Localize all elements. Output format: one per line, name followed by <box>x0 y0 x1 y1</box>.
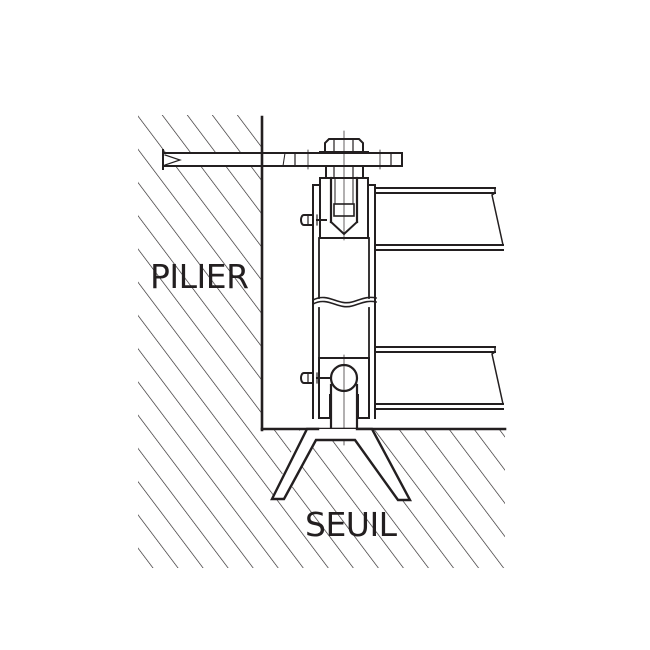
pillar-label: PILIER <box>150 257 249 296</box>
gate-post <box>311 177 377 419</box>
anchor-plate <box>270 427 413 502</box>
top-bolt <box>319 130 369 241</box>
gate-rail-top <box>374 187 504 251</box>
grease-nipple-top <box>300 214 327 226</box>
top-bracket <box>162 149 403 170</box>
pillar-hatch <box>138 115 262 430</box>
threshold-hatch <box>138 430 505 568</box>
gate-rail-bottom <box>374 346 504 410</box>
grease-nipple-bottom <box>300 372 333 384</box>
threshold-label: SEUIL <box>305 505 397 544</box>
